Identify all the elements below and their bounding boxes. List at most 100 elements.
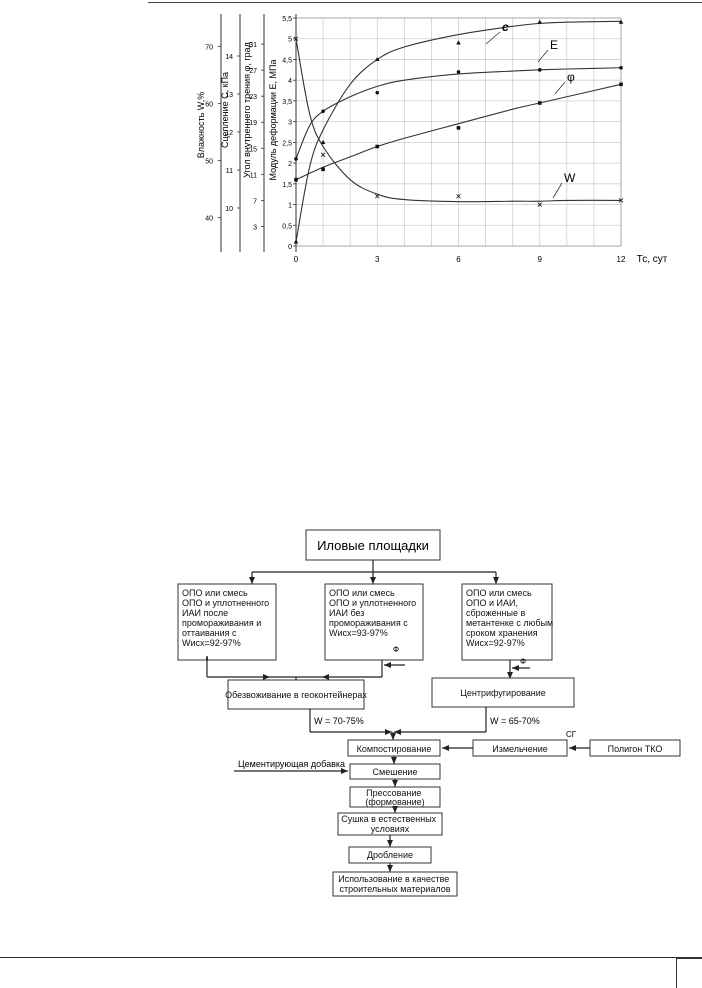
series-leader — [537, 49, 549, 63]
chart-grid — [295, 17, 622, 247]
chart-curves — [295, 20, 622, 242]
chart-axes — [218, 14, 297, 252]
data-point-square — [321, 167, 325, 172]
axis-tick-label: 10 — [225, 206, 233, 213]
series-label: E — [550, 38, 558, 52]
axis-title-C: Сцепление С, кПа — [220, 72, 230, 148]
usage-text: Использование в качестве строительных ма… — [338, 874, 452, 894]
landfill-text: Полигон ТКО — [608, 744, 663, 754]
phi-label-right: Ф — [520, 657, 526, 666]
axis-tick-label: 70 — [205, 45, 213, 52]
header-rule — [148, 2, 702, 3]
axis-title-E: Модуль деформации E, МПа — [268, 60, 278, 181]
centrifuge-box — [431, 677, 575, 708]
drying-text: Сушка в естественных условиях — [341, 814, 438, 834]
data-point-triangle — [618, 19, 624, 24]
phi-label-left: Ф — [393, 645, 399, 654]
axis-tick-label: 3 — [253, 224, 257, 231]
axis-tick-label: 40 — [205, 216, 213, 223]
data-point-cross — [618, 198, 624, 203]
data-point-dot — [619, 65, 623, 70]
geocontainer-text: Обезвоживание в геоконтейнерах — [225, 690, 367, 700]
page-number-box — [676, 958, 702, 988]
w-centr-label: W = 65-70% — [490, 716, 540, 726]
sludge-processing-flowchart: Иловые площадки ОПО или смесь ОПО и упло… — [177, 529, 681, 897]
x-tick-label: 0 — [294, 255, 299, 264]
data-point-square — [294, 177, 298, 182]
axis-tick-label: 19 — [249, 120, 257, 127]
axis-title-W: Влажность W,% — [196, 92, 206, 159]
data-point-cross — [320, 152, 326, 158]
chart-markers — [293, 19, 624, 244]
data-point-cross — [374, 193, 380, 199]
source-3-text: ОПО или смесь ОПО и ИАИ, сброженные в ме… — [466, 588, 556, 648]
data-point-triangle — [374, 56, 380, 62]
series-leader — [552, 182, 563, 199]
compost-text: Компостирование — [357, 744, 432, 754]
axis-tick-label: 0,5 — [282, 223, 292, 230]
series-label: φ — [567, 70, 575, 84]
data-point-square — [375, 144, 380, 149]
data-point-dot — [537, 68, 542, 72]
axis-tick-label: 3 — [288, 120, 292, 127]
centrifuge-text: Центрифугирование — [460, 688, 546, 698]
axis-tick-label: 12 — [225, 130, 233, 137]
series-leader — [554, 81, 566, 95]
axis-tick-label: 4,5 — [282, 57, 292, 64]
axis-tick-label: 4 — [288, 78, 292, 85]
series-curve-triangle — [295, 20, 622, 242]
mixing-text: Смешение — [373, 767, 418, 777]
axis-tick-label: 14 — [225, 54, 233, 61]
axis-tick-label: 11 — [250, 172, 257, 179]
data-point-triangle — [456, 40, 461, 45]
axis-tick-label: 2 — [288, 161, 292, 168]
axis-tick-label: 7 — [253, 198, 257, 205]
source-box-1 — [177, 583, 277, 661]
axis-tick-label: 0 — [288, 244, 292, 251]
data-point-dot — [456, 70, 461, 74]
series-curve-cross — [295, 38, 622, 203]
data-point-square — [537, 101, 542, 105]
source-2-text: ОПО или смесь ОПО и уплотненного ИАИ без… — [329, 588, 419, 638]
axis-tick-label: 13 — [225, 92, 233, 99]
data-point-square — [456, 126, 461, 130]
axis-tick-label: 15 — [249, 146, 257, 153]
source-1-text: ОПО или смесь ОПО и уплотненного ИАИ пос… — [182, 588, 272, 648]
axis-tick-label: 27 — [249, 68, 257, 75]
data-point-dot — [294, 157, 298, 161]
data-point-dot — [321, 109, 325, 114]
axis-tick-label: 11 — [226, 168, 233, 175]
series-curve-square — [295, 83, 622, 181]
axis-title-phi: Угол внутреннего трения φ, град — [242, 41, 252, 178]
title-box — [305, 529, 441, 561]
x-axis-label: Тс, сут — [637, 254, 668, 265]
w-geo-label: W = 70-75% — [314, 716, 364, 726]
axis-tick-label: 31 — [249, 42, 257, 49]
data-point-square — [619, 82, 623, 87]
axis-tick-label: 3,5 — [282, 99, 292, 106]
series-curve-dot — [295, 67, 622, 160]
source-box-3 — [461, 583, 553, 661]
data-point-cross — [456, 193, 461, 199]
flowchart-title: Иловые площадки — [317, 538, 429, 553]
grinding-text: Измельчение — [492, 744, 548, 754]
data-point-dot — [375, 90, 380, 95]
usage-box — [332, 871, 458, 897]
data-point-cross — [537, 202, 543, 207]
footer-rule — [0, 957, 702, 958]
source-box-2 — [324, 583, 424, 661]
cement-label: Цементирующая добавка — [238, 759, 345, 769]
pressing-text: Прессование (формование) — [365, 788, 424, 807]
axis-tick-label: 5 — [288, 37, 292, 44]
data-point-triangle — [320, 139, 326, 144]
axis-tick-label: 23 — [249, 94, 257, 101]
axis-tick-label: 50 — [205, 159, 213, 166]
series-leader — [485, 31, 501, 45]
data-point-triangle — [537, 19, 543, 24]
axis-tick-label: 1 — [288, 203, 292, 210]
geocontainer-box — [227, 679, 365, 710]
x-tick-label: 3 — [375, 255, 380, 264]
series-label: W — [564, 171, 576, 185]
